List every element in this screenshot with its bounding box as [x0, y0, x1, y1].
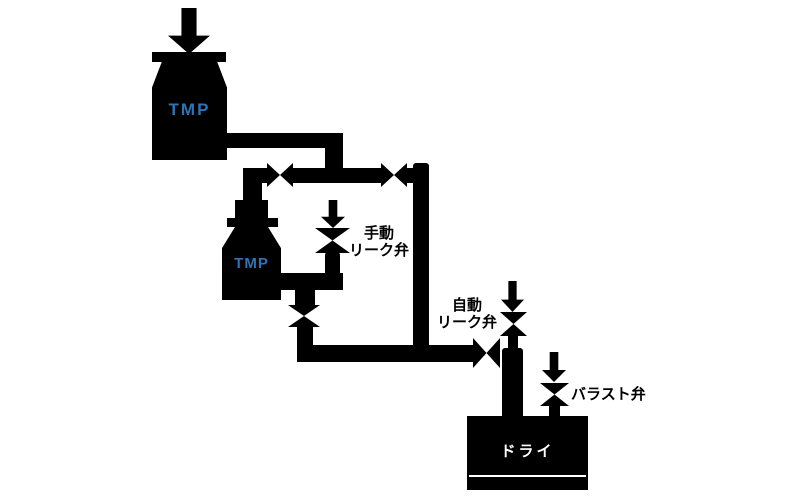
pipe-tmp-sub-outlet	[281, 273, 343, 290]
dry-pump: ドライ	[467, 416, 588, 490]
foreline-valve-icon	[288, 305, 320, 327]
dry-pump-base-line	[469, 475, 586, 477]
manual-leak-inlet-arrow-icon	[321, 200, 345, 228]
tmp-sub-neck-block	[235, 200, 268, 219]
manual-leak-valve-label: 手動 リーク弁	[344, 225, 414, 259]
tmp-main-inlet-arrow-icon	[168, 8, 210, 54]
pipe-ballast-stub	[549, 404, 560, 417]
main-valve-icon	[473, 338, 500, 368]
manual-leak-label-line1: 手動	[363, 225, 394, 242]
pipe-tmp-main-outlet	[227, 133, 343, 148]
auto-leak-inlet-arrow-icon	[501, 281, 524, 312]
tmp-sub-pump: TMP	[222, 227, 281, 300]
auto-leak-valve-icon	[500, 312, 527, 336]
isolation-valve-left-icon	[267, 163, 293, 187]
auto-leak-label-line1: 自動	[451, 297, 482, 314]
tmp-main-pump: TMP	[152, 62, 227, 160]
tmp-main-flange	[152, 52, 226, 62]
manual-leak-label-line2: リーク弁	[348, 242, 409, 259]
pipe-bottom-manifold	[297, 345, 473, 362]
pipe-upper-mid	[291, 168, 383, 183]
tmp-sub-neck	[243, 168, 262, 204]
pipe-dry-inlet	[502, 348, 523, 417]
tmp-sub-flange	[227, 218, 278, 227]
pipe-foreline-stub-top	[295, 288, 315, 307]
auto-leak-valve-label: 自動 リーク弁	[432, 297, 502, 331]
pipe-auto-leak-stub	[508, 334, 518, 350]
dry-pump-label: ドライ	[500, 443, 555, 460]
ballast-valve-icon	[540, 383, 569, 406]
auto-leak-label-line2: リーク弁	[436, 314, 497, 331]
pipe-manual-leak-stub	[325, 252, 340, 275]
tmp-sub-label: TMP	[234, 255, 269, 272]
ballast-valve-label: バラスト弁	[571, 386, 646, 403]
isolation-valve-right-icon	[381, 163, 407, 187]
tmp-main-label: TMP	[168, 100, 211, 119]
ballast-inlet-arrow-icon	[542, 352, 566, 382]
pipe-right-vertical	[413, 163, 429, 362]
pipe-foreline-stub-bottom	[297, 325, 313, 347]
